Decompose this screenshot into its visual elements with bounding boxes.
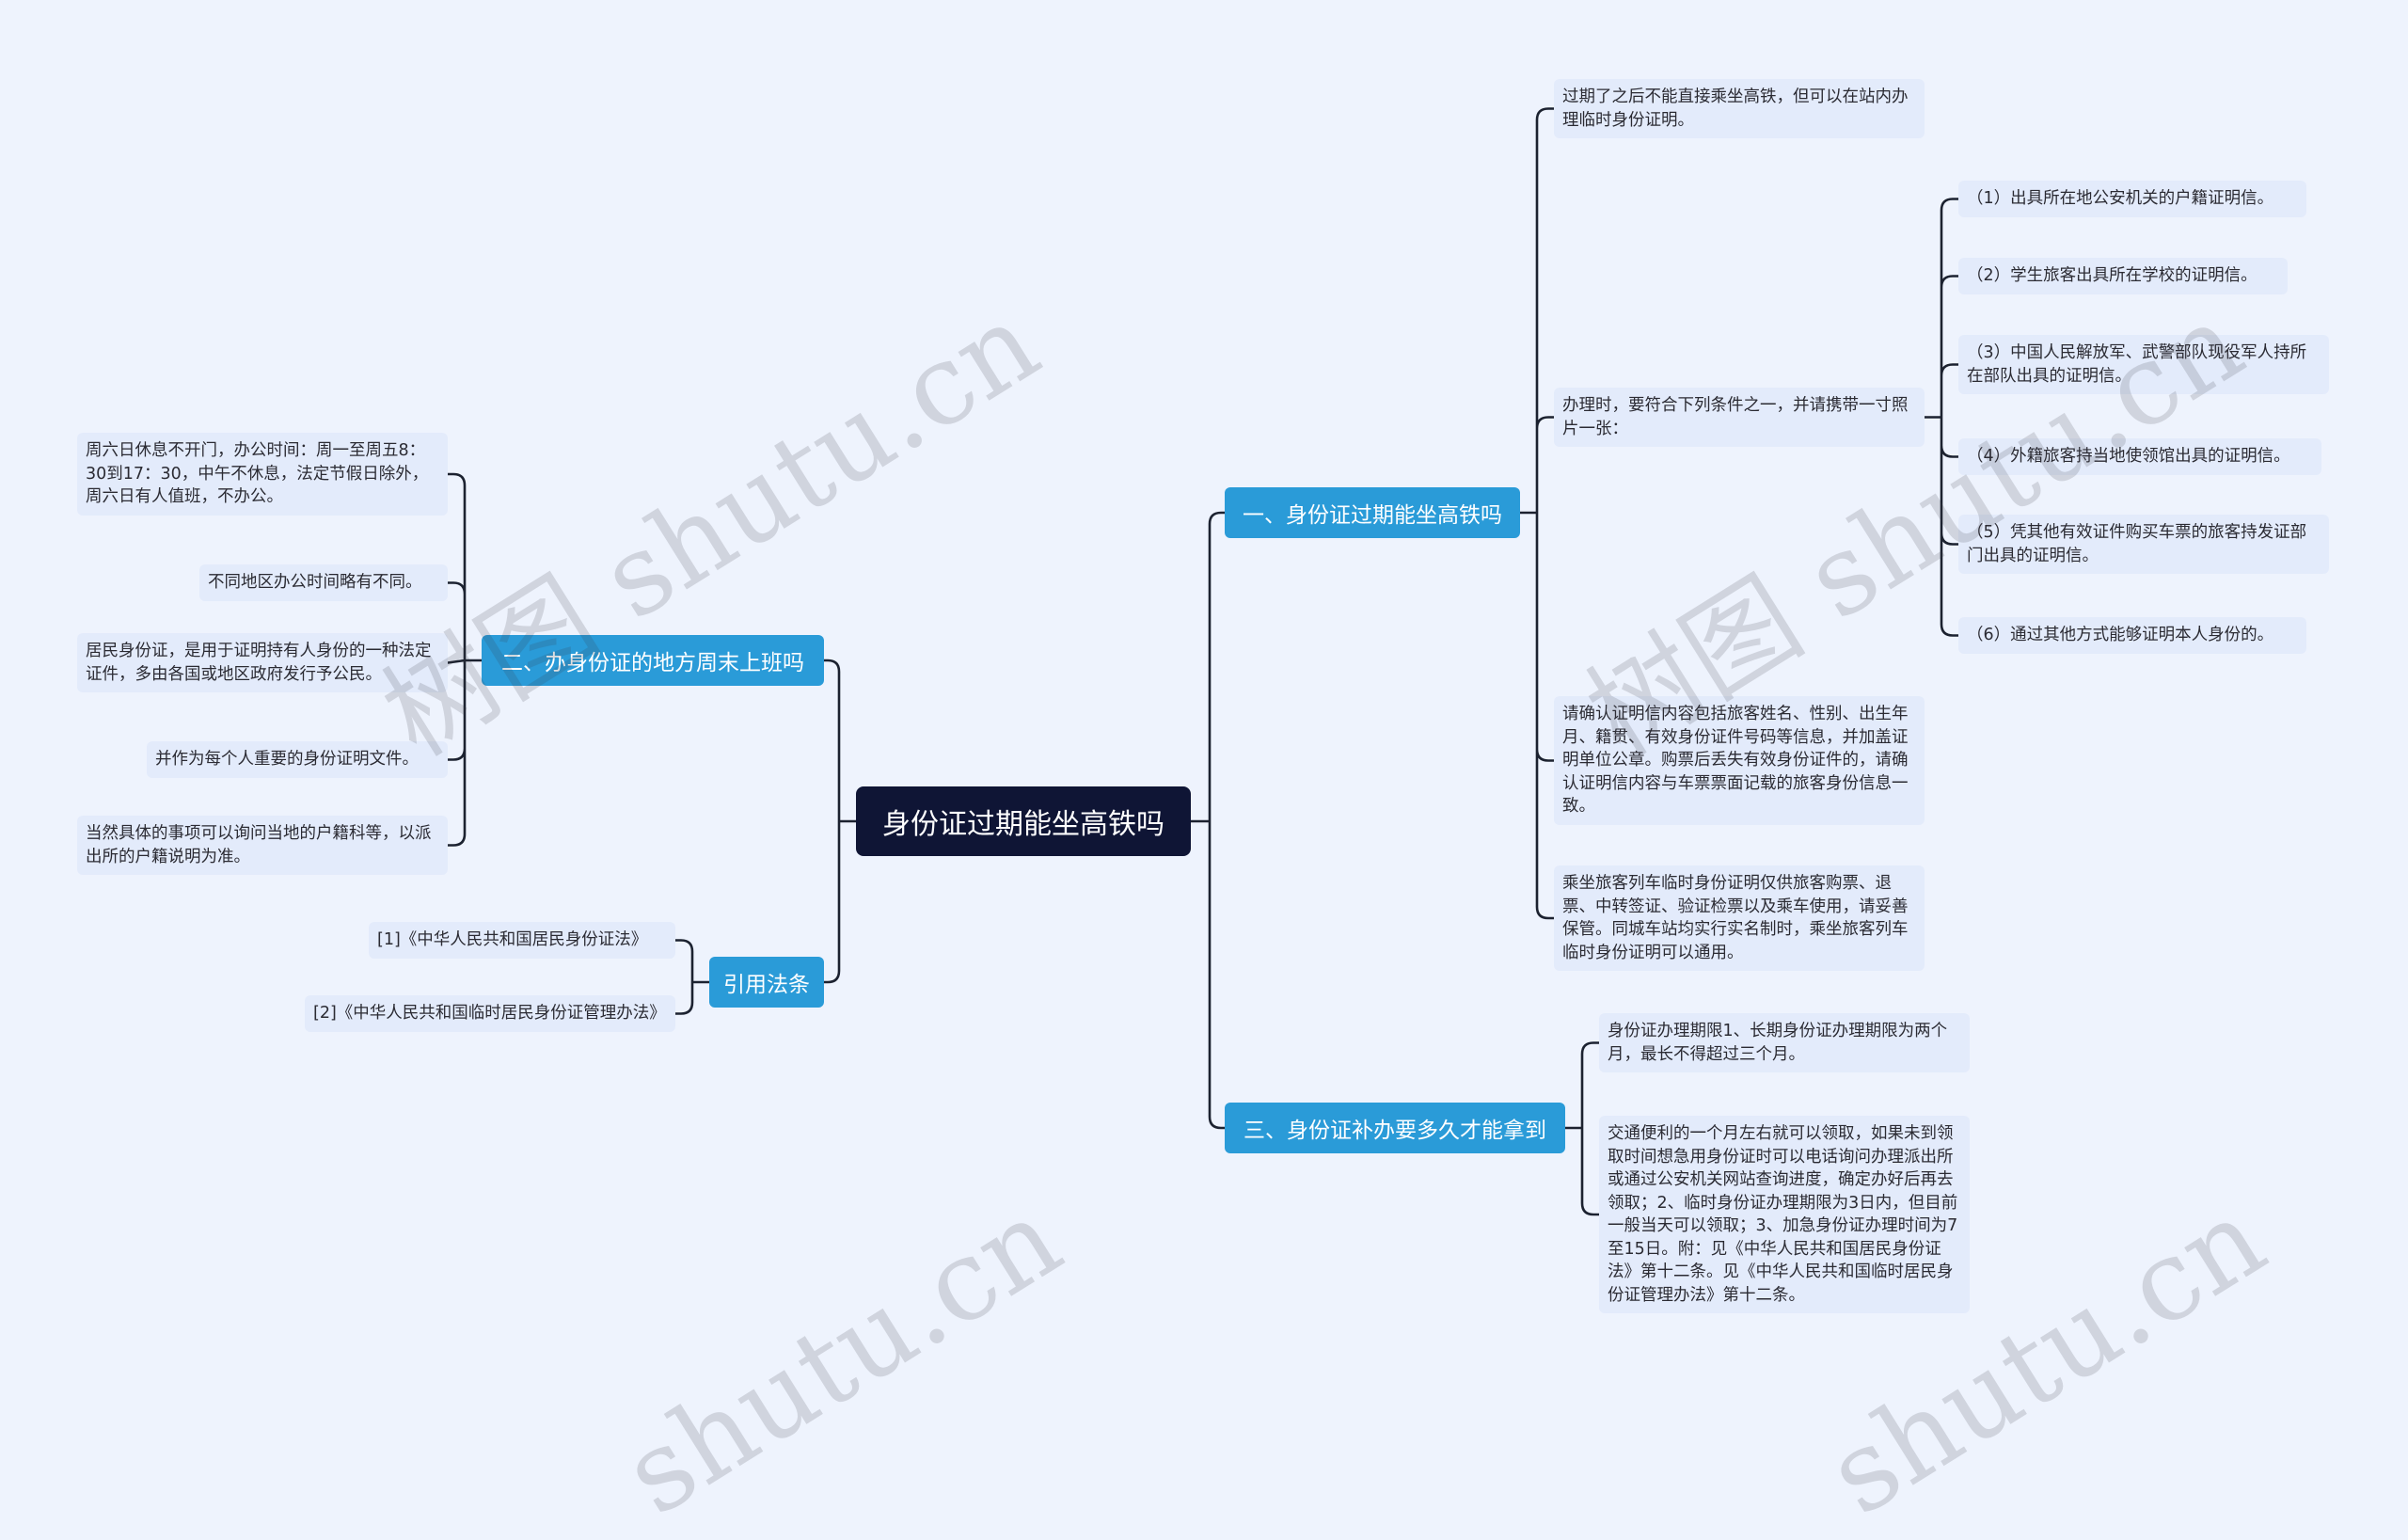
leaf-b4-2[interactable]: [2]《中华人民共和国临时居民身份证管理办法》 (305, 995, 675, 1032)
leaf-b1-1[interactable]: 过期了之后不能直接乘坐高铁，但可以在站内办理临时身份证明。 (1554, 79, 1925, 138)
leaf-b4-1[interactable]: [1]《中华人民共和国居民身份证法》 (369, 922, 675, 959)
leaf-b1-2-1[interactable]: （1）出具所在地公安机关的户籍证明信。 (1958, 181, 2306, 217)
leaf-b1-2-3[interactable]: （3）中国人民解放军、武警部队现役军人持所在部队出具的证明信。 (1958, 335, 2329, 394)
leaf-b2-5[interactable]: 当然具体的事项可以询问当地的户籍科等，以派出所的户籍说明为准。 (77, 816, 448, 875)
leaf-b1-2-2[interactable]: （2）学生旅客出具所在学校的证明信。 (1958, 258, 2288, 294)
leaf-b3-1[interactable]: 身份证办理期限1、长期身份证办理期限为两个月，最长不得超过三个月。 (1599, 1013, 1970, 1072)
leaf-b1-2[interactable]: 办理时，要符合下列条件之一，并请携带一寸照片一张： (1554, 388, 1925, 447)
connector-path (446, 472, 483, 847)
leaf-b2-4[interactable]: 并作为每个人重要的身份证明文件。 (147, 741, 448, 778)
mind-map-canvas: 身份证过期能坐高铁吗 一、身份证过期能坐高铁吗 过期了之后不能直接乘坐高铁，但可… (77, 79, 2329, 1540)
leaf-b1-2-5[interactable]: （5）凭其他有效证件购买车票的旅客持发证部门出具的证明信。 (1958, 515, 2329, 574)
root-node[interactable]: 身份证过期能坐高铁吗 (856, 786, 1191, 856)
connector-path (1189, 511, 1227, 1130)
leaf-b1-2-4[interactable]: （4）外籍旅客持当地使领馆出具的证明信。 (1958, 438, 2321, 475)
leaf-b2-2[interactable]: 不同地区办公时间略有不同。 (199, 564, 448, 601)
connector-path (822, 659, 858, 984)
connector-path (1563, 1041, 1601, 1216)
leaf-b1-2-6[interactable]: （6）通过其他方式能够证明本人身份的。 (1958, 617, 2306, 654)
leaf-b1-3[interactable]: 请确认证明信内容包括旅客姓名、性别、出生年月、籍贯、有效身份证件号码等信息，并加… (1554, 696, 1925, 825)
branch-node-3[interactable]: 三、身份证补办要多久才能拿到 (1225, 1103, 1565, 1153)
connector-path (1518, 107, 1556, 920)
connector-path (673, 939, 711, 1015)
branch-node-4[interactable]: 引用法条 (709, 957, 824, 1008)
leaf-b2-3[interactable]: 居民身份证，是用于证明持有人身份的一种法定证件，多由各国或地区政府发行予公民。 (77, 633, 448, 692)
leaf-b3-2[interactable]: 交通便利的一个月左右就可以领取，如果未到领取时间想急用身份证时可以电话询问办理派… (1599, 1116, 1970, 1313)
branch-node-1[interactable]: 一、身份证过期能坐高铁吗 (1225, 487, 1520, 538)
connector-lines (446, 107, 1960, 1216)
connector-path (1923, 198, 1960, 637)
leaf-b2-1[interactable]: 周六日休息不开门，办公时间：周一至周五8：30到17：30，中午不休息，法定节假… (77, 433, 448, 516)
leaf-b1-4[interactable]: 乘坐旅客列车临时身份证明仅供旅客购票、退票、中转签证、验证检票以及乘车使用，请妥… (1554, 865, 1925, 971)
branch-node-2[interactable]: 二、办身份证的地方周末上班吗 (482, 635, 824, 686)
